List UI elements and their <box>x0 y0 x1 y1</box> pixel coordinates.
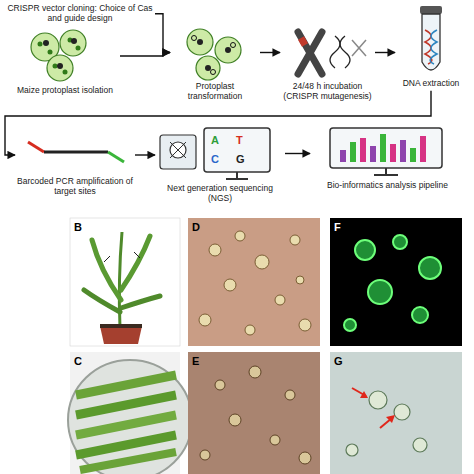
base-letter: A <box>211 135 219 146</box>
workflow-step: Protoplast transformation <box>170 25 260 104</box>
step-caption: Bio-informatics analysis pipeline <box>310 181 465 191</box>
flow-arrow <box>155 14 170 53</box>
plant-photo <box>70 218 180 346</box>
panel-letter: D <box>192 222 200 233</box>
step-caption: CRISPR vector cloning: Choice of Cas and… <box>5 4 155 24</box>
protoplast-micrograph <box>188 352 320 474</box>
workflow-step: CRISPR vector cloning: Choice of Cas and… <box>5 2 155 26</box>
step-caption: 24/48 h incubation (CRISPR mutagenesis) <box>280 82 375 102</box>
panel-letter: B <box>74 222 82 233</box>
flow-arrow <box>375 52 395 53</box>
chromosome-icon <box>298 32 366 74</box>
workflow-step: Maize protoplast isolation <box>10 28 120 98</box>
base-letter: T <box>236 135 243 146</box>
flow-arrow <box>135 154 155 155</box>
workflow-step: Barcoded PCR amplification of target sit… <box>15 135 135 199</box>
step-caption: Protoplast transformation <box>170 82 260 102</box>
panel-letter: G <box>334 356 343 367</box>
base-letter: G <box>236 154 245 165</box>
flow-arrow <box>285 153 310 154</box>
pcr-icon <box>28 142 124 162</box>
step-caption: Next generation sequencing (NGS) <box>155 184 285 204</box>
brightfield-micrograph <box>330 352 462 474</box>
analysis-monitor-icon <box>330 128 442 175</box>
workflow-step: Bio-informatics analysis pipeline <box>310 125 465 193</box>
protoplast-micrograph <box>188 218 320 346</box>
transformation-icon <box>187 29 241 80</box>
leaf-strip-photo <box>68 352 192 474</box>
sequencer-icon <box>160 128 270 179</box>
base-letter: C <box>211 154 219 165</box>
workflow-step: 24/48 h incubation (CRISPR mutagenesis) <box>280 25 375 104</box>
step-caption: DNA extraction <box>395 79 467 89</box>
step-caption: Maize protoplast isolation <box>10 86 120 96</box>
step-caption: Barcoded PCR amplification of target sit… <box>15 177 135 197</box>
panel-letter: F <box>334 222 341 233</box>
panel-letter: E <box>192 356 199 367</box>
protoplast-icon <box>31 30 86 81</box>
workflow-step: DNA extraction <box>395 2 467 91</box>
panel-letter: C <box>74 356 82 367</box>
workflow-step: Next generation sequencing (NGS) <box>155 125 285 206</box>
tube-icon <box>420 6 442 70</box>
fluorescence-micrograph <box>330 218 462 346</box>
flow-arrow <box>120 53 170 57</box>
flow-arrow <box>260 52 280 53</box>
